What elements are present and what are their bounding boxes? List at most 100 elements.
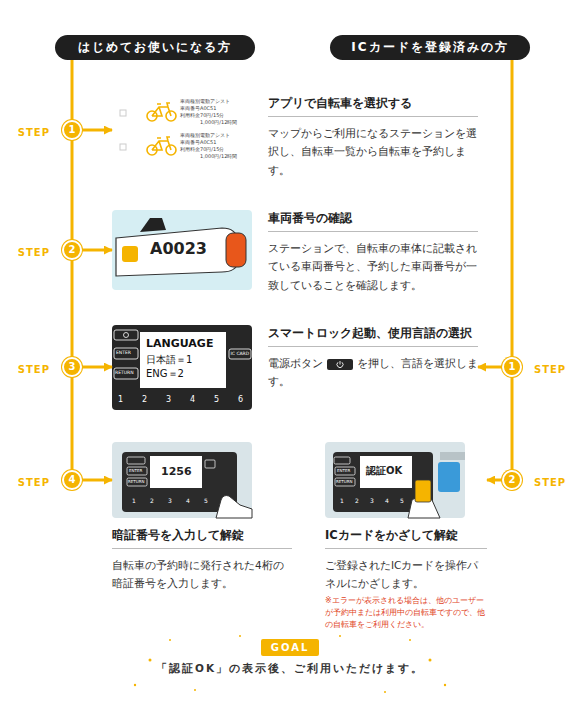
drawing-rect	[120, 110, 126, 116]
column-header: ICカードを登録済みの方	[330, 35, 530, 60]
drawing-rect	[120, 144, 126, 150]
illustration-label: 6	[238, 396, 243, 404]
flow-connector	[511, 60, 514, 357]
illustration-label: 4	[385, 498, 389, 504]
drawing-rect	[127, 457, 145, 464]
drawing-rect	[122, 246, 138, 262]
illustration-label: A0023	[150, 241, 207, 257]
illustration-label: 3	[370, 498, 374, 504]
drawing-rect	[335, 478, 355, 486]
drawing-path	[140, 218, 166, 232]
drawing-path	[216, 496, 252, 519]
illustration-label: 1,000円/12時間	[200, 154, 237, 159]
flow-connector	[511, 377, 514, 470]
step-body: ご登録されたICカードを操作パネルにかざします。	[325, 556, 487, 593]
drawing-rect	[150, 456, 202, 488]
instruction-block: 暗証番号を入力して解錠自転車の予約時に発行された4桁の暗証番号を入力します。	[112, 442, 292, 593]
step-number: 1	[69, 124, 76, 135]
step-label: STEP	[534, 475, 566, 491]
drawing-rect	[127, 478, 147, 486]
illustration-label: 2	[142, 396, 147, 404]
drawing-rect	[335, 467, 355, 475]
drawing-rect	[226, 233, 246, 267]
goal-text: GOAL	[271, 642, 310, 653]
step-body: マップからご利用になるステーションを選択し、自転車一覧から自転車を予約します。	[268, 124, 478, 179]
flow-connector	[478, 366, 502, 369]
flow-connector	[71, 377, 74, 470]
instruction-block: アプリで自転車を選択するマップからご利用になるステーションを選択し、自転車一覧か…	[112, 93, 478, 179]
body-text: 電源ボタン	[268, 357, 323, 369]
drawing-circle	[429, 659, 432, 662]
illustration-label: 70円/15分	[200, 147, 224, 152]
illustration-label: 3	[166, 396, 171, 404]
drawing-circle	[239, 635, 241, 637]
flow-connector	[71, 260, 74, 357]
drawing-circle	[134, 684, 136, 686]
step-label: STEP	[18, 125, 50, 141]
step-number: 2	[69, 244, 76, 255]
drawing-rect	[112, 210, 252, 290]
drawing-circle	[124, 333, 129, 338]
drawing-path	[152, 137, 171, 150]
drawing-circle	[339, 635, 341, 637]
illustration-label: 車両種別	[180, 99, 200, 104]
illustration-label: LANGUAGE	[146, 338, 213, 349]
illustration-label: 4	[190, 396, 195, 404]
drawing-circle	[149, 659, 152, 662]
step-number: 2	[509, 474, 516, 485]
illustration-label: 3	[168, 498, 172, 504]
bike-frame-illustration	[112, 210, 252, 290]
illustration-label: IC CARD	[231, 352, 250, 357]
illustration-label: 70円/15分	[200, 113, 224, 118]
illustration-label: A0C51	[200, 106, 216, 111]
illustration-label: 1256	[161, 466, 192, 477]
drawing-circle	[409, 639, 411, 641]
step-label: STEP	[18, 475, 50, 491]
header-text: ICカードを登録済みの方	[351, 40, 508, 54]
ic-card-illustration	[325, 442, 465, 518]
flow-connector	[82, 479, 112, 482]
drawing-rect	[114, 330, 138, 340]
step-heading: 車両番号の確認	[268, 211, 478, 232]
step-circle: STEP3	[62, 357, 82, 377]
illustration-label: 1	[132, 498, 136, 504]
illustration-label: 5	[214, 396, 219, 404]
step-circle: STEP1	[62, 120, 82, 140]
step-number: 4	[69, 474, 76, 485]
power-button-icon	[327, 359, 353, 370]
app-list-illustration	[120, 103, 176, 155]
illustration-label: 日本語＝1	[146, 355, 192, 365]
step-label: STEP	[18, 245, 50, 261]
drawing-rect	[334, 457, 350, 464]
drawing-rect	[440, 452, 465, 460]
goal-sparkles	[134, 635, 446, 693]
step-heading: アプリで自転車を選択する	[268, 96, 478, 117]
illustration-label: 車両番号	[180, 140, 200, 145]
illustration-label: ENTER	[129, 469, 142, 473]
step-circle: STEP2	[62, 240, 82, 260]
illustration-label: ENTER	[116, 351, 131, 356]
drawing-circle	[169, 639, 171, 641]
step-heading: スマートロック起動、使用言語の選択	[268, 326, 478, 347]
goal-caption: 「認証OK」の表示後、ご利用いただけます。	[156, 662, 424, 675]
illustration-label: RETURN	[128, 480, 144, 484]
drawing-g	[147, 103, 176, 155]
step-label: STEP	[18, 362, 50, 378]
illustration-label: 1	[118, 396, 123, 404]
illustration-label: A0C51	[200, 140, 216, 145]
illustration-label: ENG＝2	[146, 369, 184, 379]
drawing-circle	[194, 689, 196, 691]
error-note: ※エラーが表示される場合は、他のユーザーが予約中または利用中の自転車ですので、他…	[325, 595, 487, 631]
illustration-label: 1	[340, 498, 344, 504]
step-body: 自転車の予約時に発行された4桁の暗証番号を入力します。	[112, 556, 292, 593]
illustration-label: 電動アシスト	[200, 99, 230, 104]
drawing-rect	[112, 325, 252, 410]
goal-badge: GOAL「認証OK」の表示後、ご利用いただけます。	[261, 639, 320, 656]
drawing-rect	[127, 467, 147, 475]
flow-connector	[487, 479, 502, 482]
drawing-rect	[140, 332, 226, 388]
drawing-path	[152, 103, 171, 116]
drawing-rect	[360, 456, 412, 488]
flow-connector	[82, 129, 112, 132]
